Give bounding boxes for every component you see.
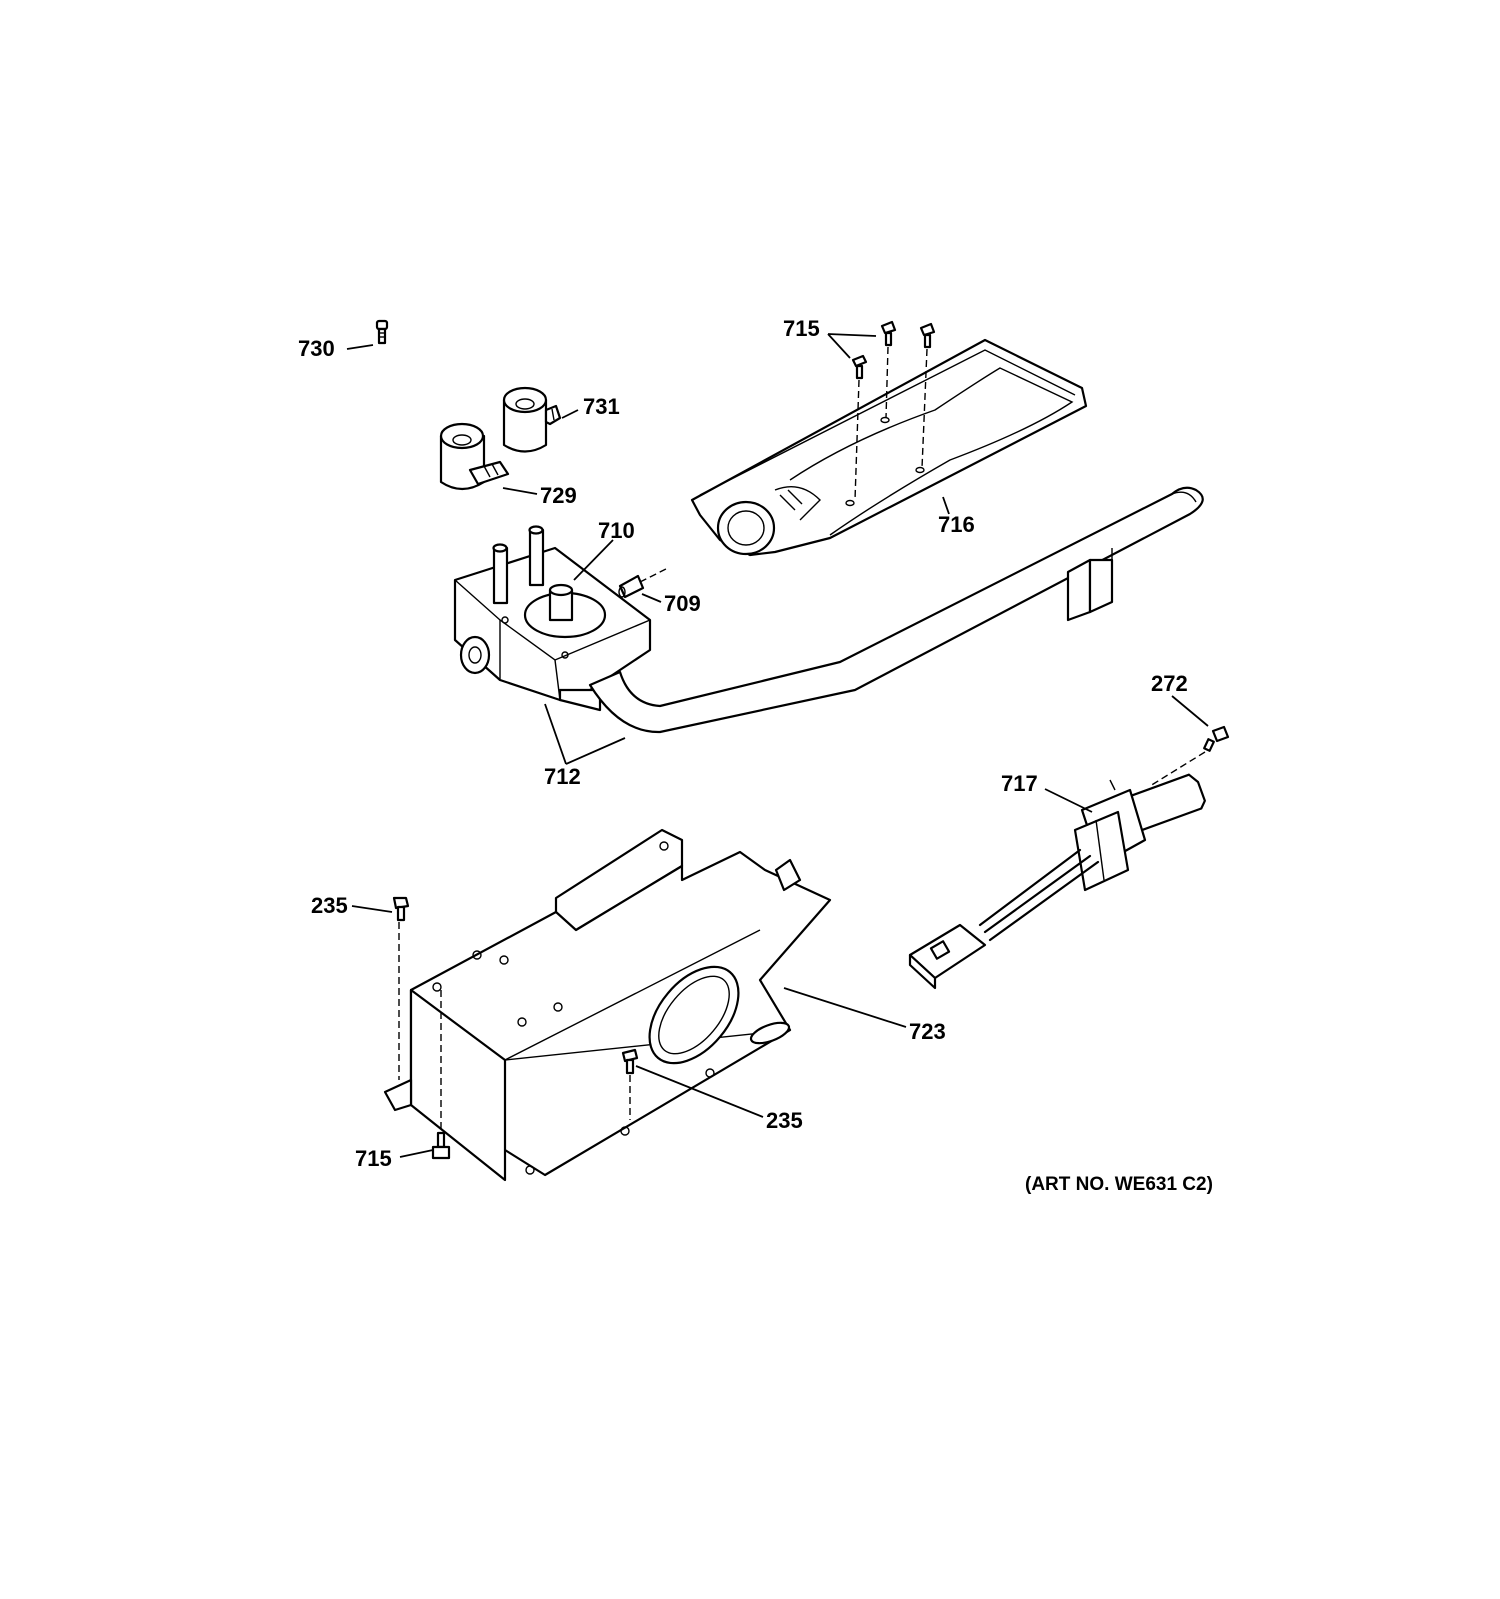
bracket-723 bbox=[383, 828, 832, 1182]
burner-tray-716 bbox=[690, 338, 1088, 557]
callout-235-left: 235 bbox=[311, 893, 348, 918]
callout-723: 723 bbox=[909, 1019, 946, 1044]
screw-272 bbox=[1149, 725, 1230, 787]
callout-712: 712 bbox=[544, 764, 581, 789]
callout-715-bottom: 715 bbox=[355, 1146, 392, 1171]
screws-715-top bbox=[851, 320, 936, 501]
tube-bracket bbox=[1066, 548, 1114, 622]
burner-tube bbox=[588, 486, 1204, 734]
callout-715-top: 715 bbox=[783, 316, 820, 341]
art-number: (ART NO. WE631 C2) bbox=[1025, 1174, 1213, 1195]
callout-235-middle: 235 bbox=[766, 1108, 803, 1133]
callout-709: 709 bbox=[664, 591, 701, 616]
callout-272: 272 bbox=[1151, 671, 1188, 696]
callout-730: 730 bbox=[298, 336, 335, 361]
callout-731: 731 bbox=[583, 394, 620, 419]
callout-717: 717 bbox=[1001, 771, 1038, 796]
callout-710: 710 bbox=[598, 518, 635, 543]
screw-235-left bbox=[392, 896, 410, 1080]
igniter-717 bbox=[908, 773, 1206, 990]
screw-715-bottom bbox=[431, 990, 451, 1160]
coil-731 bbox=[502, 386, 562, 453]
screw-235-middle bbox=[621, 1048, 639, 1120]
gas-valve-712 bbox=[453, 525, 652, 712]
screw-730 bbox=[375, 319, 389, 345]
callout-729: 729 bbox=[540, 483, 577, 508]
orifice-709 bbox=[618, 567, 669, 599]
leader-lines bbox=[346, 333, 1209, 1158]
coil-729 bbox=[439, 422, 510, 491]
callout-716: 716 bbox=[938, 512, 975, 537]
